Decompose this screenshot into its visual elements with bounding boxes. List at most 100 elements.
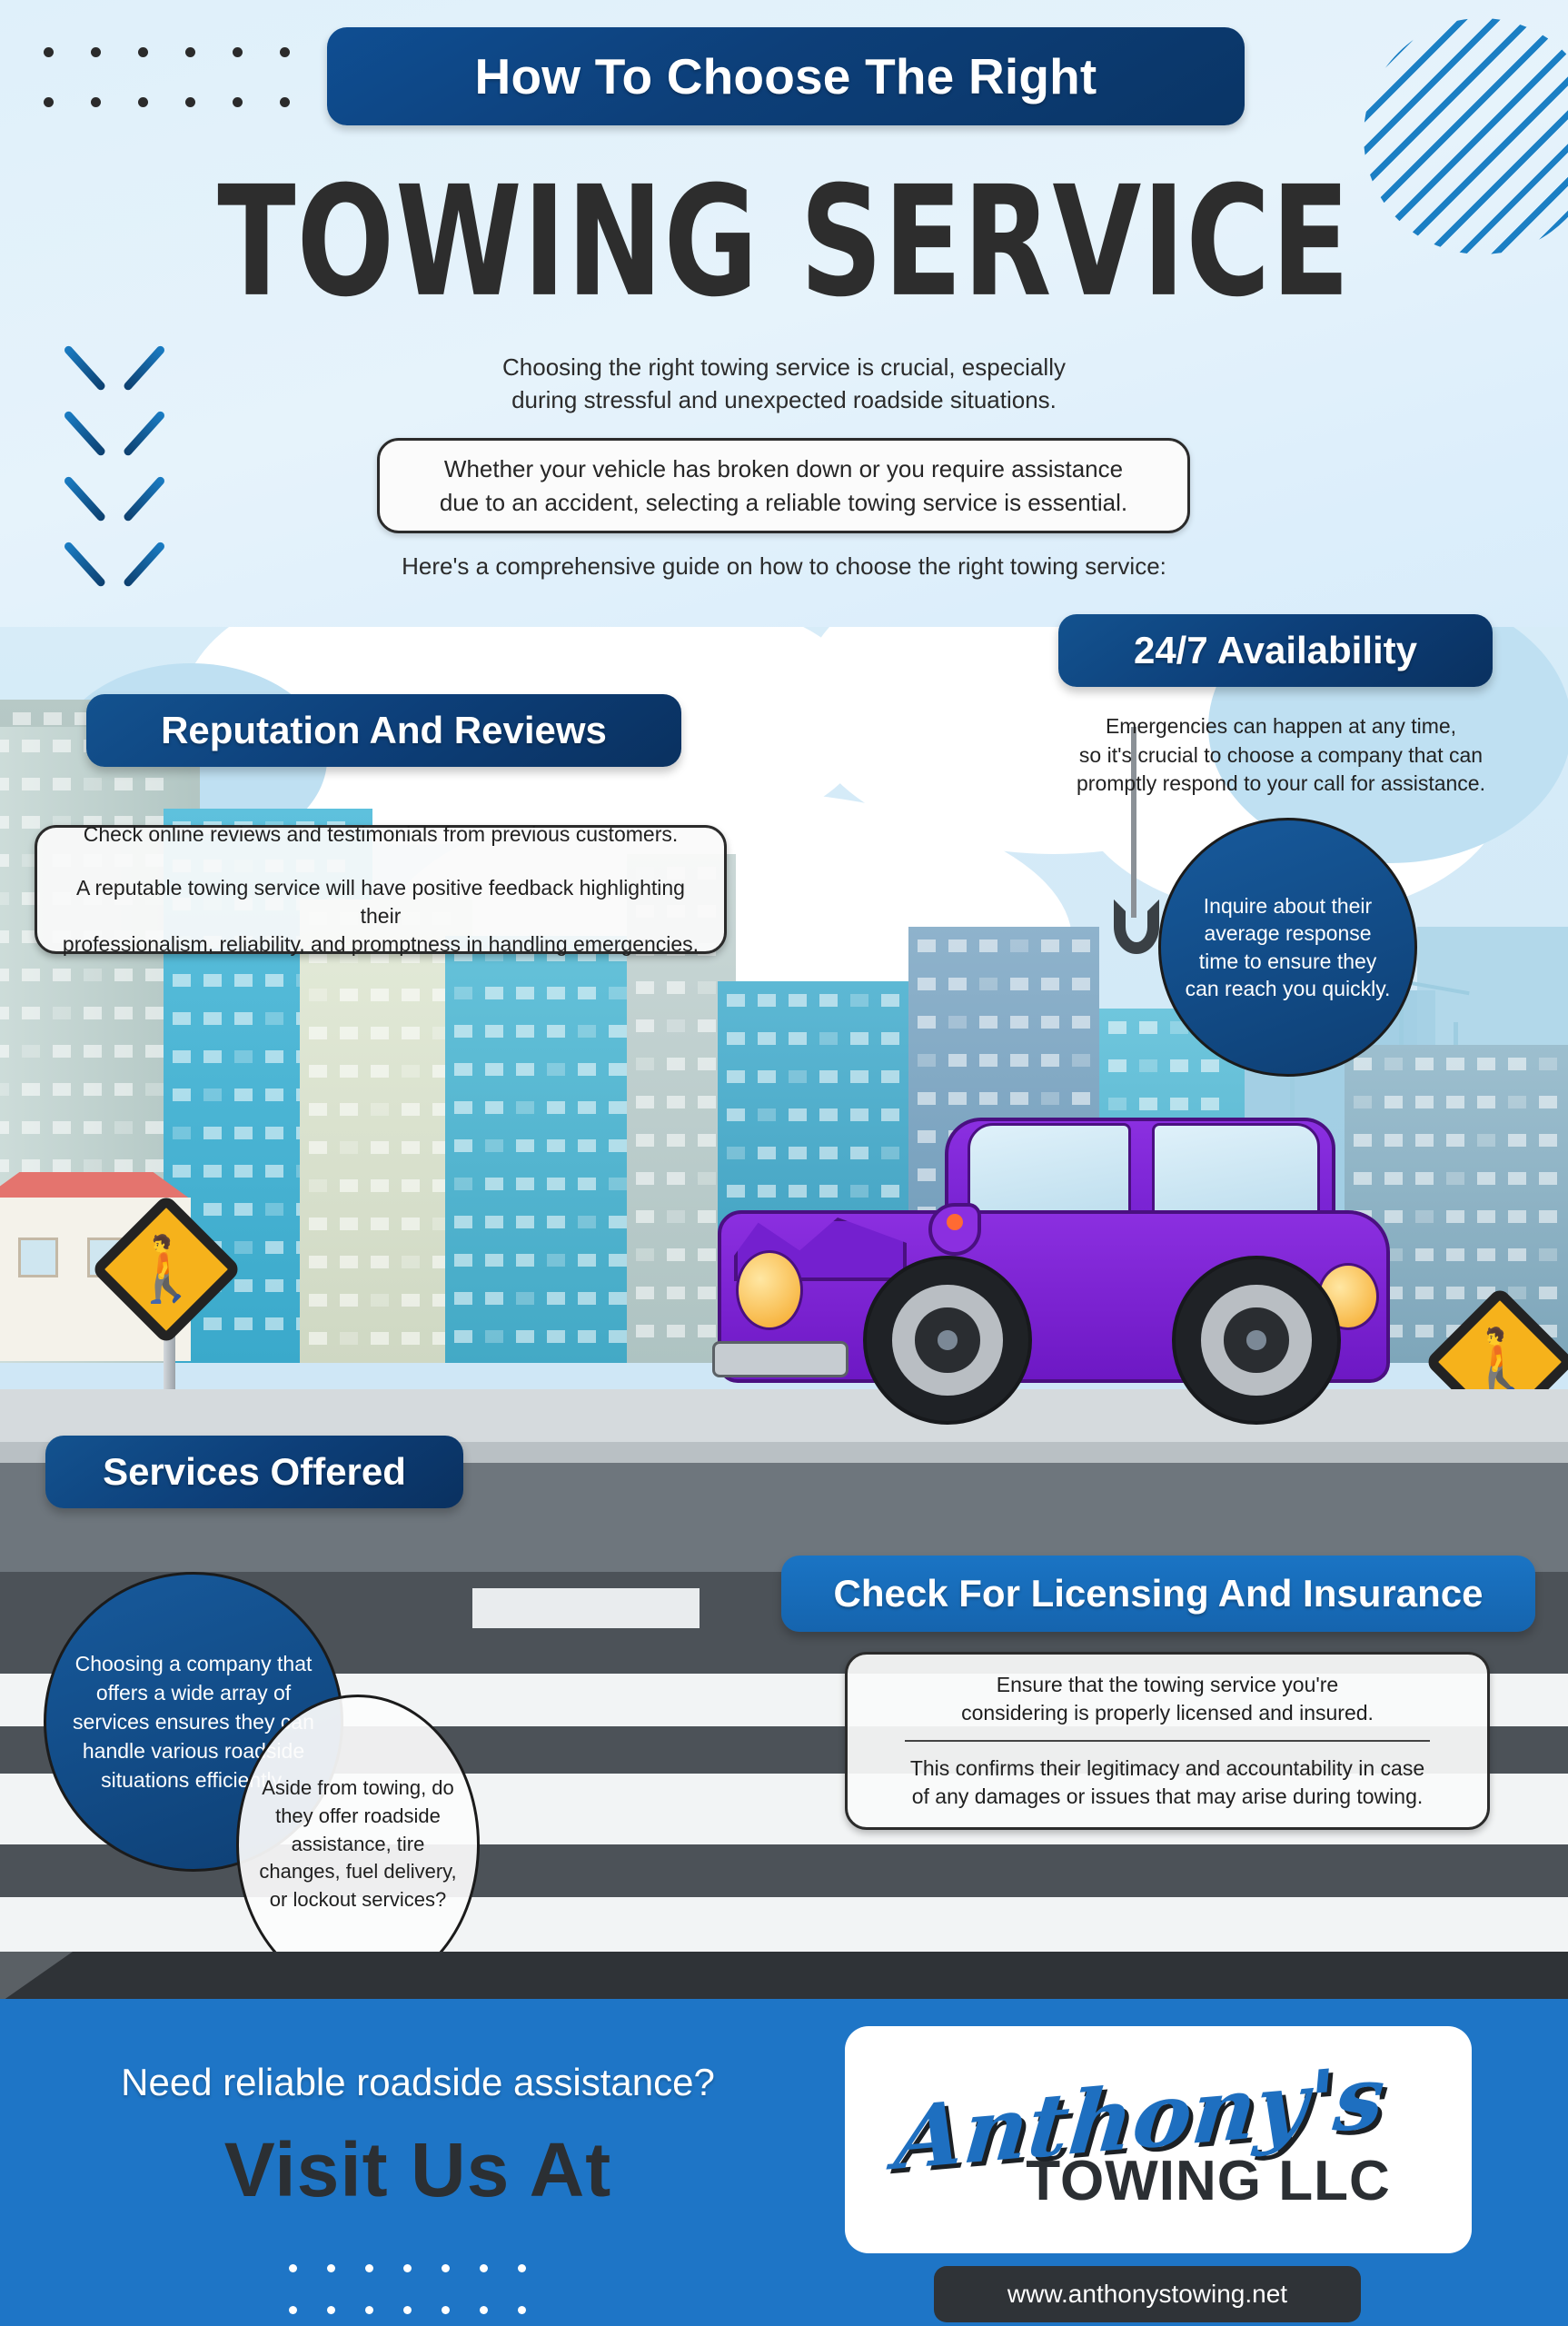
decorative-dot xyxy=(365,2306,373,2314)
building-window xyxy=(0,740,9,752)
building-window xyxy=(547,987,565,999)
section-heading-licensing-label: Check For Licensing And Insurance xyxy=(833,1572,1484,1615)
building-window xyxy=(234,1203,253,1216)
building-window xyxy=(609,1025,627,1038)
decorative-dot xyxy=(480,2264,488,2272)
building-window xyxy=(667,1058,685,1070)
building-window xyxy=(1139,1098,1157,1110)
building-window xyxy=(265,1165,283,1178)
building-window xyxy=(84,778,102,790)
availability-bubble-text: Inquire about their average response tim… xyxy=(1185,893,1391,1000)
building-window xyxy=(44,712,62,725)
decorative-dot xyxy=(185,47,195,57)
building-window xyxy=(371,1141,389,1154)
building-window xyxy=(727,1108,745,1121)
building-window xyxy=(1415,1287,1434,1299)
building-window xyxy=(1041,1092,1059,1105)
building-window xyxy=(1446,1134,1464,1147)
decorative-dot xyxy=(442,2306,450,2314)
building-window xyxy=(1415,1134,1434,1147)
building-window xyxy=(454,1101,472,1114)
building-window xyxy=(1539,1287,1557,1299)
licensing-card-bottom: This confirms their legitimacy and accou… xyxy=(910,1754,1424,1811)
chevron-down-icon xyxy=(56,347,173,391)
building-window xyxy=(265,1241,283,1254)
reputation-card-bottom-line-2: professionalism, reliability, and prompt… xyxy=(62,932,700,957)
building-window xyxy=(578,1063,596,1076)
building-window xyxy=(516,1063,534,1076)
section-heading-availability[interactable]: 24/7 Availability xyxy=(1058,614,1493,687)
availability-bubble: Inquire about their average response tim… xyxy=(1158,818,1417,1077)
building-window xyxy=(0,1007,9,1019)
building-window xyxy=(1010,939,1028,952)
reputation-card-bottom: A reputable towing service will have pos… xyxy=(59,874,702,959)
building-window xyxy=(203,1317,222,1330)
building-window xyxy=(309,1141,327,1154)
building-window xyxy=(173,1012,191,1025)
building-window xyxy=(53,1007,71,1019)
building-window xyxy=(53,1159,71,1172)
building-window xyxy=(698,1248,716,1261)
logo-sub-text: TOWING LLC xyxy=(1026,2150,1391,2212)
building-window xyxy=(402,1256,420,1268)
website-url-chip[interactable]: www.anthonystowing.net xyxy=(934,2266,1361,2322)
intro-note-box: Whether your vehicle has broken down or … xyxy=(377,438,1190,533)
building-window xyxy=(516,1254,534,1267)
building-window xyxy=(1384,1210,1403,1223)
building-window xyxy=(0,816,9,829)
building-window xyxy=(667,1019,685,1032)
building-window xyxy=(1010,1016,1028,1029)
footer-dark-strip xyxy=(0,1952,1568,2003)
building-window xyxy=(1508,1287,1526,1299)
building-window xyxy=(758,994,776,1007)
section-heading-licensing[interactable]: Check For Licensing And Insurance xyxy=(781,1556,1535,1632)
building-window xyxy=(578,1216,596,1228)
building-window xyxy=(1354,1172,1372,1185)
building-window xyxy=(0,1159,9,1172)
services-bubble-white-text: Aside from towing, do they offer roadsid… xyxy=(259,1776,457,1912)
building-window xyxy=(145,1045,164,1058)
building-window xyxy=(819,1070,838,1083)
decorative-dot xyxy=(233,97,243,107)
building-window xyxy=(819,1185,838,1198)
building-window xyxy=(1170,1098,1188,1110)
building-window xyxy=(145,1121,164,1134)
building-window xyxy=(0,778,9,790)
car-bumper xyxy=(712,1341,849,1377)
building-window xyxy=(22,1159,40,1172)
building-window xyxy=(881,1185,899,1198)
building-window xyxy=(1477,1134,1495,1147)
building-window xyxy=(22,1121,40,1134)
building-window xyxy=(265,1050,283,1063)
building-window xyxy=(84,969,102,981)
building-window xyxy=(22,969,40,981)
building-window xyxy=(1539,1058,1557,1070)
building-window xyxy=(1170,1059,1188,1072)
building-window xyxy=(819,1147,838,1159)
section-heading-services[interactable]: Services Offered xyxy=(45,1436,463,1508)
section-heading-reputation[interactable]: Reputation And Reviews xyxy=(86,694,681,767)
building-window xyxy=(1508,1248,1526,1261)
decorative-dot xyxy=(185,97,195,107)
building-window xyxy=(979,1092,997,1105)
section-heading-availability-label: 24/7 Availability xyxy=(1133,629,1418,671)
building-window xyxy=(1201,1059,1219,1072)
building-window xyxy=(340,1141,358,1154)
building-window xyxy=(850,1147,868,1159)
building-window xyxy=(1041,978,1059,990)
building-window xyxy=(203,1088,222,1101)
building-window xyxy=(979,939,997,952)
building-window xyxy=(309,1065,327,1078)
road-marking xyxy=(472,1588,700,1628)
building-window xyxy=(265,1127,283,1139)
building-window xyxy=(0,930,9,943)
decorative-dot xyxy=(44,47,54,57)
intro-note-text: Whether your vehicle has broken down or … xyxy=(440,452,1127,519)
car-wheel xyxy=(863,1256,1032,1425)
building-window xyxy=(340,1103,358,1116)
building-window xyxy=(758,1147,776,1159)
building-window xyxy=(84,1121,102,1134)
building-window xyxy=(1508,1134,1526,1147)
building-window xyxy=(789,1108,807,1121)
